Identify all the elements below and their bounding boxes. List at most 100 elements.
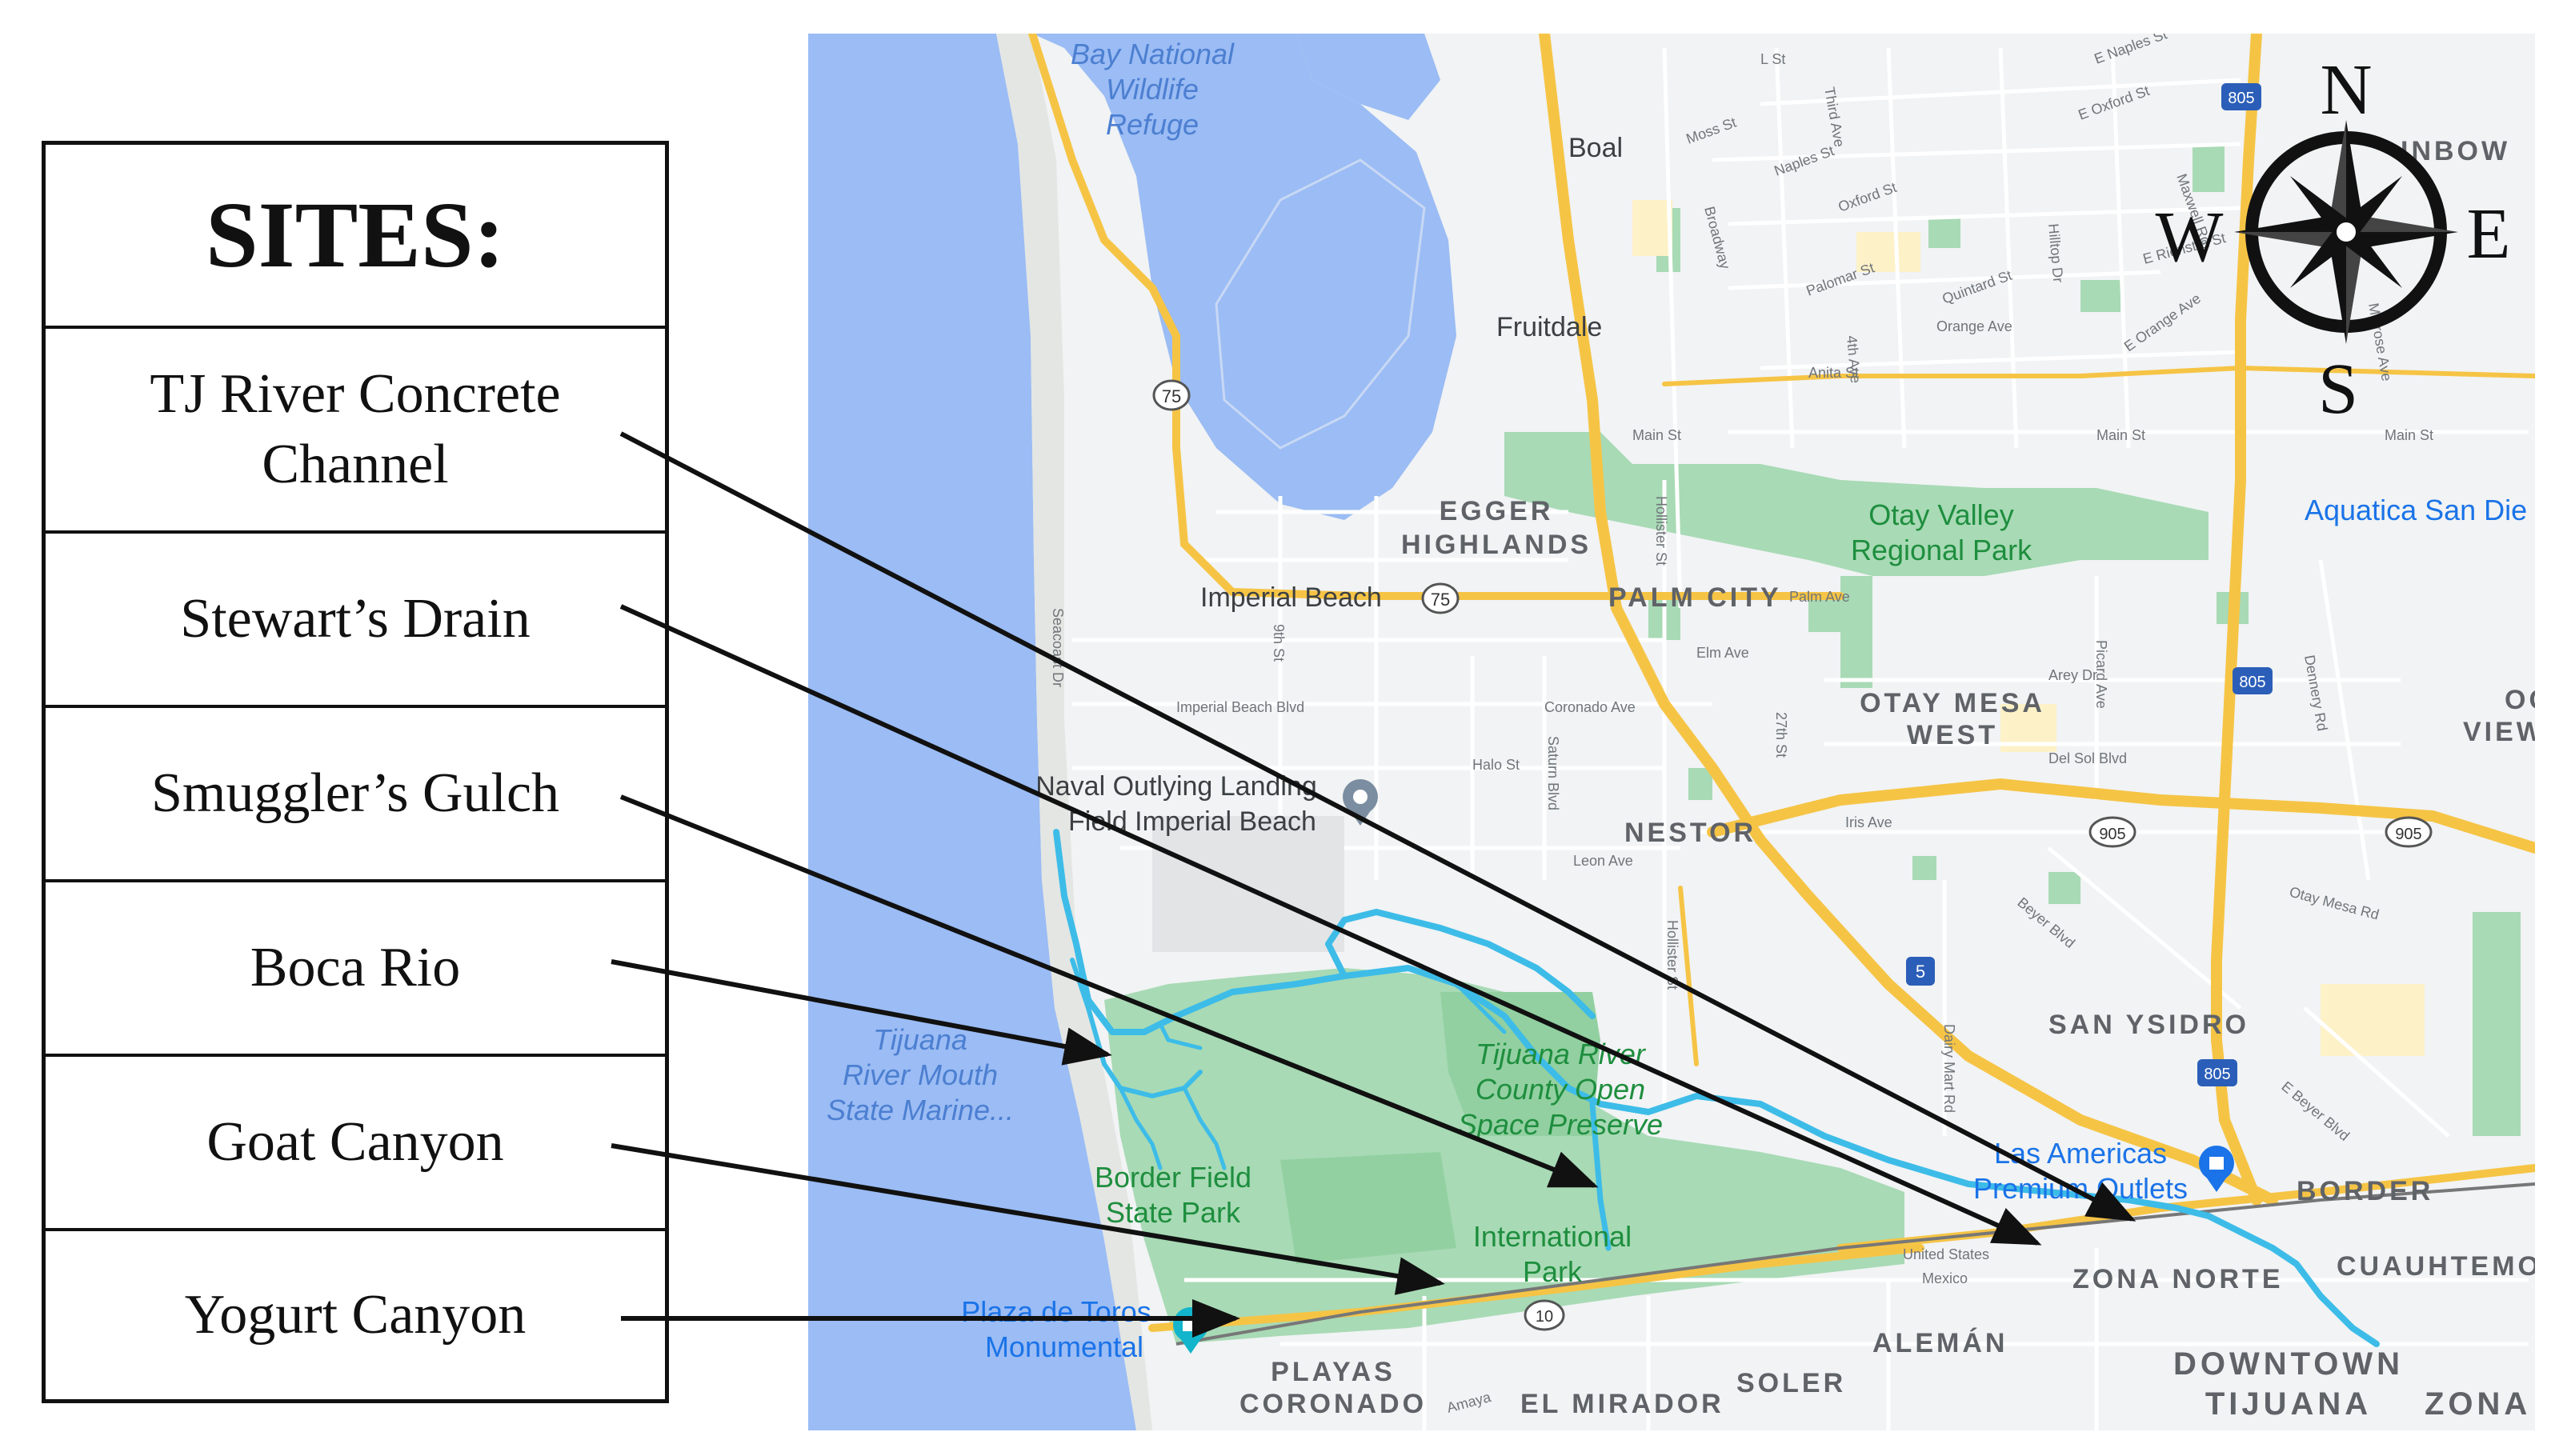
green-block xyxy=(1912,856,1936,880)
label-united-states: United States xyxy=(1903,1246,1989,1262)
street-label: Imperial Beach Blvd xyxy=(1176,699,1304,715)
beach xyxy=(996,34,1152,1430)
i805-shield-icon: 805 xyxy=(2233,667,2273,694)
park-tijuana-river: Tijuana River xyxy=(1476,1038,1647,1070)
place-fruitdale: Fruitdale xyxy=(1496,312,1602,342)
street-label: Coronado Ave xyxy=(1544,699,1636,715)
place-imperial-beach: Imperial Beach xyxy=(1200,582,1382,613)
route-905-label: 905 xyxy=(2395,826,2421,843)
poi-plaza-toros: Plaza de Toros xyxy=(961,1295,1151,1328)
route-905-label: 905 xyxy=(2099,826,2125,843)
park-otay-valley: Regional Park xyxy=(1851,534,2032,566)
route-75-label: 75 xyxy=(1431,590,1450,610)
commercial-area xyxy=(1632,200,1672,256)
street-label: Halo St xyxy=(1472,757,1520,773)
marine-label: Tijuana xyxy=(873,1023,967,1056)
street-label: Palm Ave xyxy=(1789,589,1850,605)
place-otay-mesa-west: OTAY MESA xyxy=(1860,688,2045,718)
street-label: Iris Ave xyxy=(1845,814,1892,830)
san-diego-bay xyxy=(1032,34,1456,520)
map: Bay National Wildlife Refuge Tijuana Riv… xyxy=(808,34,2535,1430)
park-otay-valley: Otay Valley xyxy=(1868,498,2013,531)
commercial-area xyxy=(2321,984,2425,1056)
site-stewarts-drain: Stewart’s Drain xyxy=(46,530,665,705)
place-rainbow: INBOW xyxy=(2401,136,2510,166)
park-tijuana-river: County Open xyxy=(1476,1073,1645,1106)
green-block xyxy=(2193,144,2225,192)
place-egger-highlands: HIGHLANDS xyxy=(1401,530,1592,560)
street-label: Main St xyxy=(2385,427,2433,443)
compass-south-label: S xyxy=(2318,350,2358,429)
street-label: Hollister St xyxy=(1653,496,1669,566)
street-label: Main St xyxy=(2096,427,2145,443)
route-75-shield-icon: 75 xyxy=(1421,582,1460,614)
i805-shield-icon: 805 xyxy=(2197,1059,2237,1086)
poi-plaza-toros: Monumental xyxy=(985,1330,1143,1363)
place-border: BORDER xyxy=(2297,1176,2433,1206)
i5-shield-icon: 5 xyxy=(1906,957,1935,986)
salt-ponds xyxy=(1215,158,1426,450)
place-cuauhtemoc: CUAUHTEMOC xyxy=(2337,1251,2535,1282)
green-block-east xyxy=(2473,912,2521,1136)
sites-header: SITES: xyxy=(206,182,505,287)
street-label: L St xyxy=(1760,51,1785,67)
i5-label: 5 xyxy=(1916,962,1925,982)
green-block xyxy=(1928,216,1960,248)
refuge-label: Refuge xyxy=(1106,108,1199,141)
street-label: Main St xyxy=(1632,427,1681,443)
street-label: 27th St xyxy=(1773,712,1789,758)
street-label: Saturn Blvd xyxy=(1545,736,1561,810)
route-905-shield-icon: 905 xyxy=(2088,816,2136,848)
place-soler: SOLER xyxy=(1736,1368,1846,1398)
park-border-field: Border Field xyxy=(1095,1161,1251,1194)
refuge-label: Bay National xyxy=(1071,38,1235,70)
poi-naval-field: Field Imperial Beach xyxy=(1068,806,1316,837)
site-boca-rio: Boca Rio xyxy=(46,879,665,1054)
map-panel: Bay National Wildlife Refuge Tijuana Riv… xyxy=(808,34,2535,1430)
street-label: Arey Dr xyxy=(2048,667,2097,683)
route-10-shield-icon: 10 xyxy=(1524,1299,1565,1331)
place-egger-highlands: EGGER xyxy=(1440,496,1554,526)
place-nestor: NESTOR xyxy=(1624,818,1756,848)
place-otay-mesa-west: WEST xyxy=(1907,720,1998,750)
route-905-shield-icon: 905 xyxy=(2385,816,2433,848)
park-border-field: State Park xyxy=(1106,1196,1241,1229)
site-tj-river-concrete-channel: TJ River Concrete Channel xyxy=(46,326,665,530)
refuge-label: Wildlife xyxy=(1106,73,1199,106)
green-block xyxy=(1688,768,1712,800)
street-label: Leon Ave xyxy=(1573,853,1633,869)
place-el-mirador: EL MIRADOR xyxy=(1520,1389,1724,1419)
street-label: Orange Ave xyxy=(1936,318,2012,334)
place-downtown-tijuana: TIJUANA xyxy=(2205,1386,2372,1422)
shopping-pin-icon xyxy=(2199,1146,2234,1192)
street-label: Hollister St xyxy=(1664,920,1680,990)
marine-label: State Marine... xyxy=(827,1094,1014,1126)
green-block xyxy=(2080,280,2120,312)
street-label: Anita St xyxy=(1808,365,1859,381)
route-75-label: 75 xyxy=(1162,386,1181,406)
compass-rose-icon: N E S W xyxy=(2156,50,2511,429)
park-tijuana-river: Space Preserve xyxy=(1458,1108,1663,1141)
compass-west-label: W xyxy=(2156,198,2224,277)
place-ocean-view: VIEW xyxy=(2463,717,2535,747)
border-line xyxy=(1175,1182,2535,1346)
compass-east-label: E xyxy=(2467,194,2511,274)
compass-north-label: N xyxy=(2321,50,2373,130)
poi-las-americas: Premium Outlets xyxy=(1973,1172,2188,1205)
i805-label: 805 xyxy=(2239,674,2265,691)
site-yogurt-canyon: Yogurt Canyon xyxy=(46,1228,665,1399)
place-ocean-view: OC xyxy=(2505,685,2535,715)
marine-label: River Mouth xyxy=(843,1058,998,1091)
label-mexico: Mexico xyxy=(1922,1270,1968,1286)
bay-north xyxy=(1296,34,1440,120)
place-zona: ZONA xyxy=(2425,1386,2531,1422)
place-downtown-tijuana: DOWNTOWN xyxy=(2173,1346,2404,1382)
i805-label: 805 xyxy=(2204,1066,2230,1083)
i805-label: 805 xyxy=(2228,90,2254,107)
route-10-label: 10 xyxy=(1536,1308,1553,1326)
park-international: International xyxy=(1473,1220,1632,1253)
green-block xyxy=(2048,872,2080,904)
place-aleman: ALEMÁN xyxy=(1872,1328,2008,1358)
place-palm-city: PALM CITY xyxy=(1608,582,1782,613)
route-75-shield-icon: 75 xyxy=(1152,379,1191,411)
